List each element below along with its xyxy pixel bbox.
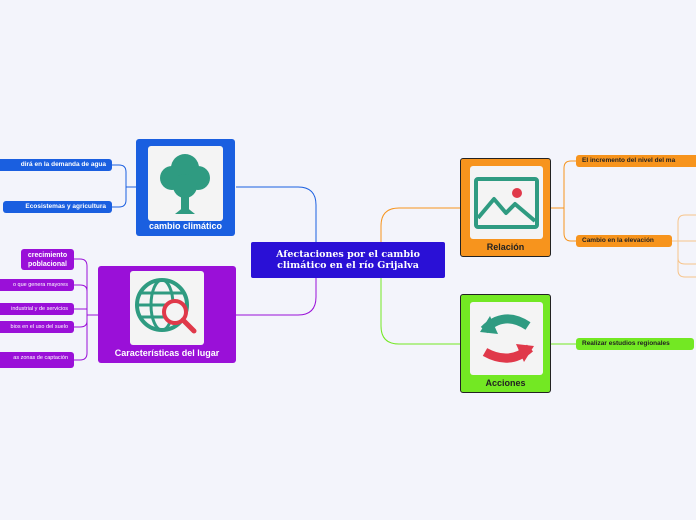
refresh-arrows-icon [470, 302, 543, 375]
topic-label: Acciones [485, 378, 526, 388]
globe-search-icon [130, 271, 204, 345]
subtopic-estudios-regionales[interactable]: Realizar estudios regionales [576, 338, 694, 350]
subtopic-zonas-captacion[interactable]: as zonas de captación [0, 352, 74, 368]
subtopic-nivel-del-mar[interactable]: El incremento del nivel del ma [576, 155, 696, 167]
subtopic-industrial-servicios[interactable]: industrial y de servicios [0, 303, 74, 315]
subtopic-genera-mayores[interactable]: o que genera mayores [0, 279, 74, 291]
subtopic-ecosistemas[interactable]: Ecosistemas y agricultura [3, 201, 112, 213]
topic-label: cambio climático [148, 221, 223, 231]
image-icon [470, 166, 543, 239]
topic-label: Características del lugar [114, 348, 220, 358]
tree-icon [148, 146, 223, 221]
topic-cambio-climatico[interactable]: cambio climático [136, 139, 235, 236]
topic-label: Relación [486, 242, 525, 252]
subtopic-crecimiento-poblacional[interactable]: crecimiento poblacional [21, 249, 74, 270]
subtopic-cambio-elevacion[interactable]: Cambio en la elevación [576, 235, 672, 247]
subtopic-demanda-agua[interactable]: dirá en la demanda de agua [0, 159, 112, 171]
central-topic-title: Afectaciones por el cambio climático en … [276, 249, 420, 271]
topic-caracteristicas-del-lugar[interactable]: Características del lugar [98, 266, 236, 363]
subtopic-uso-del-suelo[interactable]: bios en el uso del suelo [0, 321, 74, 333]
topic-relacion[interactable]: Relación [460, 158, 551, 257]
central-topic[interactable]: Afectaciones por el cambio climático en … [251, 242, 445, 278]
topic-acciones[interactable]: Acciones [460, 294, 551, 393]
